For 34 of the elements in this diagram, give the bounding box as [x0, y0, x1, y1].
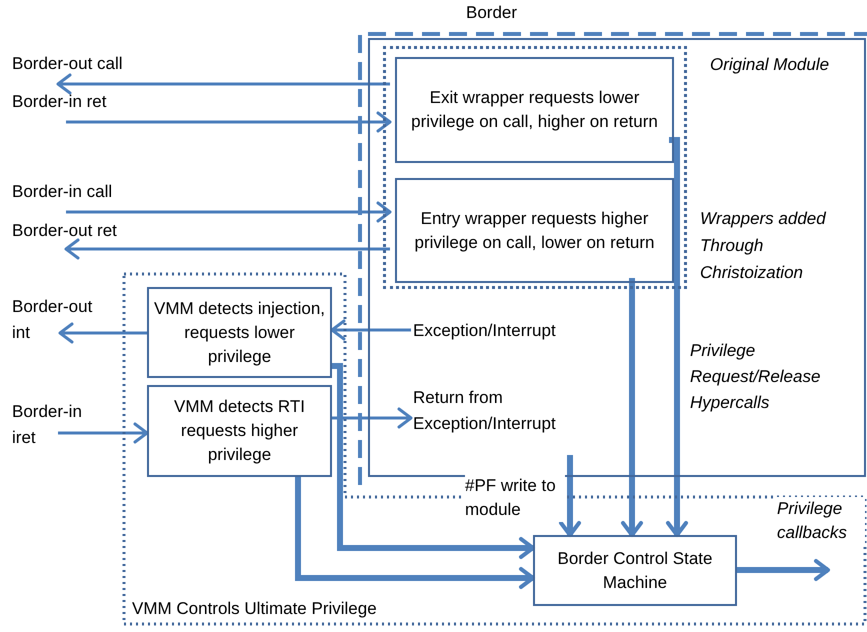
arrow — [58, 422, 148, 444]
group-caption: Wrappers added Through Christoization — [700, 208, 828, 284]
arrow — [666, 137, 688, 537]
arrow — [66, 112, 392, 132]
process-box: VMM detects injection, requests lower privilege — [147, 287, 332, 378]
region-label: Border — [466, 2, 518, 24]
region-label: VMM Controls Ultimate Privilege — [132, 598, 377, 620]
process-box: Border Control State Machine — [533, 535, 737, 606]
annotation-text: Privilege Request/Release Hypercalls — [690, 340, 822, 414]
arrow — [66, 202, 392, 222]
arrow — [621, 278, 643, 537]
arrow — [330, 320, 411, 340]
arrow — [56, 74, 390, 94]
port-label: Border-out int — [12, 294, 112, 346]
region-label: Original Module — [710, 54, 830, 76]
process-box: Entry wrapper requests higher privilege on call, lower on return — [395, 178, 674, 283]
edge-label: Privilege callbacks — [777, 497, 865, 545]
edge-label: #PF write to module — [465, 474, 565, 522]
port-label: Border-out ret — [12, 218, 147, 249]
arrow — [737, 559, 830, 581]
arrow — [295, 477, 535, 589]
port-label: Return from Exception/Interrupt — [413, 385, 603, 439]
port-label: Exception/Interrupt — [413, 318, 603, 346]
process-box: Exit wrapper requests lower privilege on call, higher on return — [395, 57, 674, 163]
arrow — [332, 408, 412, 428]
arrow — [64, 238, 390, 260]
port-label: Border-in iret — [12, 399, 100, 451]
arrow — [332, 363, 535, 559]
port-label: Border-in ret — [12, 89, 137, 122]
port-label: Border-out call — [12, 51, 157, 84]
process-box: VMM detects RTI requests higher privilege — [147, 385, 332, 477]
arrow — [58, 322, 147, 344]
port-label: Border-in call — [12, 179, 137, 212]
arrow — [559, 455, 581, 537]
